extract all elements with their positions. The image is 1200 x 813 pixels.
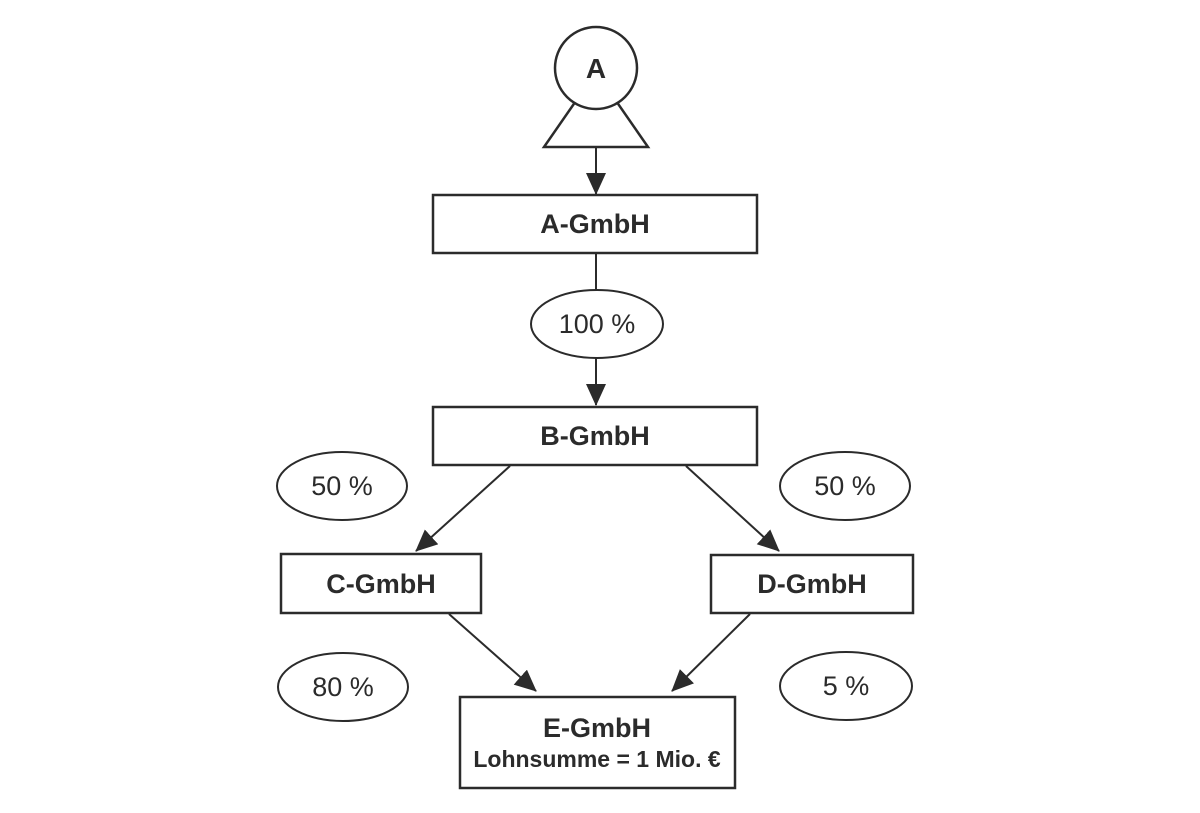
share-a-to-b-label: 100 % (559, 309, 636, 339)
edge-c-gmbh-to-e-gmbh (448, 613, 537, 692)
edge-d-gmbh-to-e-gmbh (671, 613, 751, 692)
node-d-gmbh: D-GmbH (709, 553, 915, 615)
share-b-to-d: 50 % (779, 451, 911, 521)
node-a-gmbh: A-GmbH (431, 193, 759, 255)
share-c-to-e-label: 80 % (312, 672, 374, 702)
node-b-gmbh-box (431, 405, 759, 467)
node-b-gmbh: B-GmbH (431, 405, 759, 467)
share-b-to-d-ellipse (779, 451, 911, 521)
node-c-gmbh-box (279, 552, 483, 615)
node-c-gmbh-label: C-GmbH (326, 569, 436, 599)
share-b-to-d-label: 50 % (814, 471, 876, 501)
node-d-gmbh-box (709, 553, 915, 615)
person-a-label: A (586, 53, 606, 84)
node-a-gmbh-box (431, 193, 759, 255)
share-d-to-e-label: 5 % (823, 671, 870, 701)
node-b-gmbh-label: B-GmbH (540, 421, 650, 451)
node-e-gmbh: E-GmbH Lohnsumme = 1 Mio. € (458, 695, 737, 790)
share-c-to-e-ellipse (277, 652, 409, 722)
node-d-gmbh-label: D-GmbH (757, 569, 867, 599)
node-c-gmbh: C-GmbH (279, 552, 483, 615)
person-a-symbol: A (541, 25, 651, 149)
share-b-to-c: 50 % (276, 451, 408, 521)
node-a-gmbh-label: A-GmbH (540, 209, 650, 239)
person-head-icon (553, 25, 639, 111)
share-d-to-e: 5 % (779, 651, 913, 721)
share-b-to-c-ellipse (276, 451, 408, 521)
node-e-gmbh-sublabel: Lohnsumme = 1 Mio. € (473, 746, 721, 772)
share-c-to-e: 80 % (277, 652, 409, 722)
node-e-gmbh-box (458, 695, 737, 790)
node-e-gmbh-label: E-GmbH (543, 713, 651, 743)
edge-b-gmbh-to-d-gmbh (685, 465, 780, 552)
share-d-to-e-ellipse (779, 651, 913, 721)
share-a-to-b: 100 % (530, 289, 664, 359)
share-a-to-b-ellipse (530, 289, 664, 359)
edge-b-gmbh-to-c-gmbh (415, 465, 511, 552)
share-b-to-c-label: 50 % (311, 471, 373, 501)
